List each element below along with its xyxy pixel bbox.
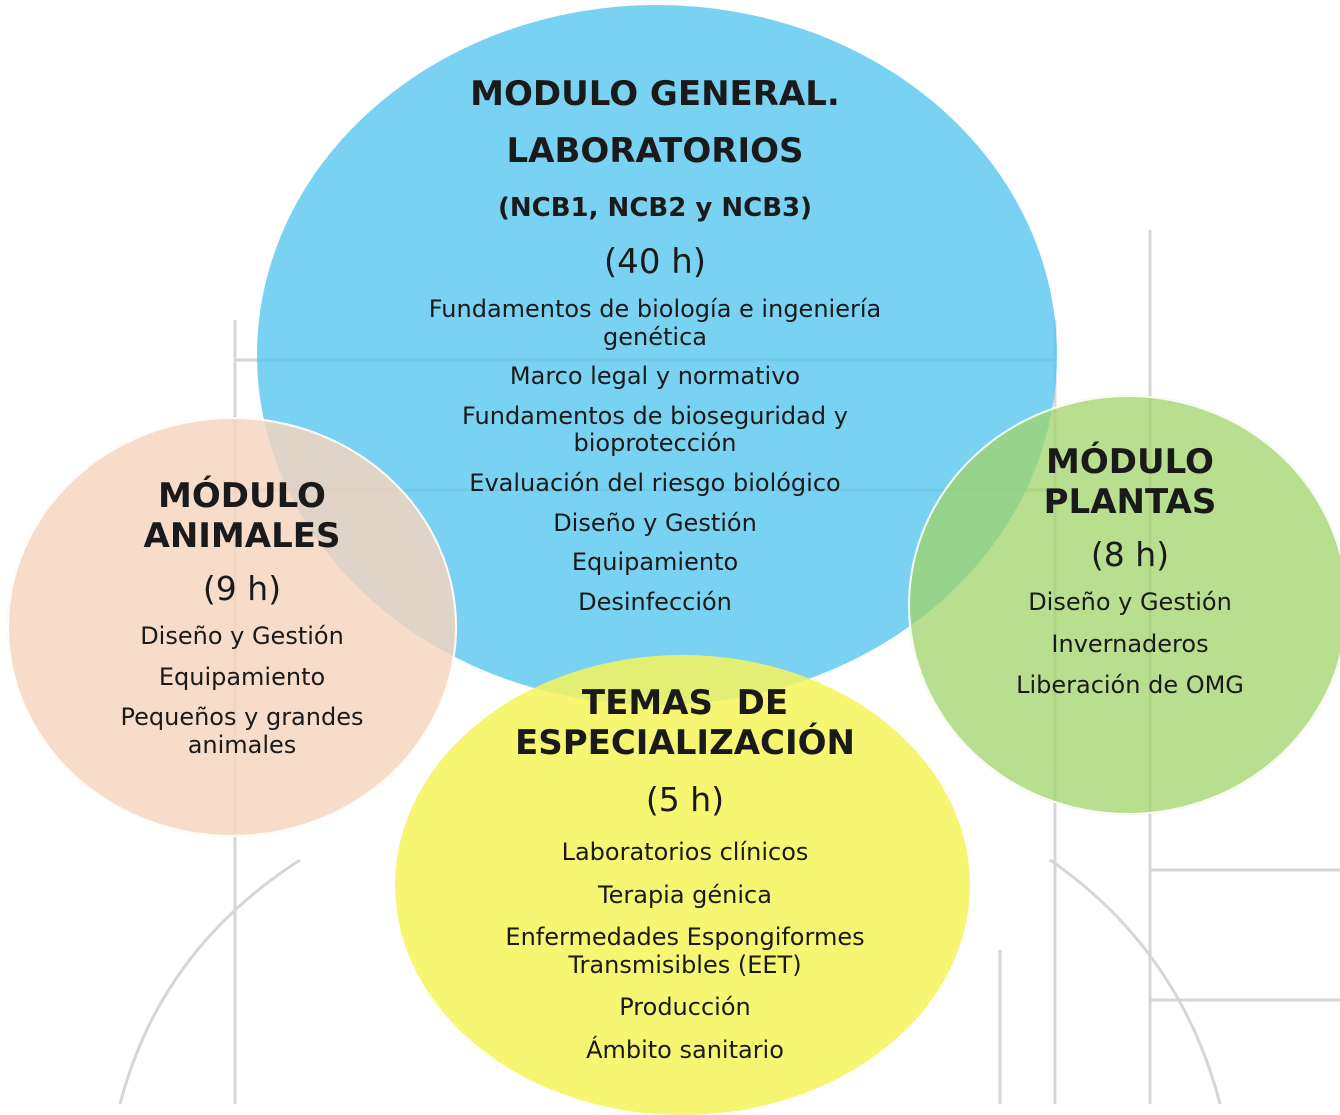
general-item: Desinfección: [578, 587, 732, 616]
specialization-item: Ámbito sanitario: [586, 1035, 784, 1064]
general-item: Diseño y Gestión: [553, 508, 757, 537]
animals-module-circle: [7, 417, 457, 837]
general-hours: (40 h): [603, 242, 707, 282]
animals-items: Diseño y Gestión Equipamiento Pequeños y…: [92, 622, 392, 759]
specialization-title-line2: ESPECIALIZACIÓN: [514, 723, 856, 763]
specialization-item: Producción: [619, 993, 751, 1022]
animals-item: Pequeños y grandes animales: [120, 703, 364, 759]
plants-module: MÓDULO PLANTAS (8 h) Diseño y Gestión In…: [990, 442, 1270, 714]
plants-title-line1: MÓDULO: [1046, 442, 1214, 482]
specialization-item: Enfermedades Espongiformes Transmisibles…: [505, 923, 865, 979]
general-title-line1: MODULO GENERAL.: [470, 74, 840, 114]
specialization-title-line1: TEMAS DE: [581, 683, 789, 723]
specialization-hours: (5 h): [645, 780, 725, 819]
animals-item: Equipamiento: [158, 662, 326, 691]
animals-item: Diseño y Gestión: [140, 622, 344, 650]
animals-title-line1: MÓDULO: [158, 476, 326, 516]
plants-module-circle: [908, 395, 1340, 815]
plants-item: Liberación de OMG: [1016, 671, 1244, 700]
general-item: Fundamentos de bioseguridad y bioprotecc…: [462, 401, 848, 458]
plants-hours: (8 h): [1090, 535, 1170, 574]
animals-hours: (9 h): [202, 569, 282, 608]
plants-item: Invernaderos: [1051, 629, 1209, 658]
general-item: Marco legal y normativo: [509, 362, 801, 391]
general-item: Equipamiento: [571, 548, 739, 577]
plants-item: Diseño y Gestión: [1028, 588, 1232, 616]
plants-title-line2: PLANTAS: [1043, 482, 1217, 522]
specialization-circle: [395, 655, 970, 1115]
plants-items: Diseño y Gestión Invernaderos Liberación…: [990, 588, 1270, 700]
general-subtitle: (NCB1, NCB2 y NCB3): [498, 193, 812, 223]
general-items: Fundamentos de biología e ingeniería gen…: [355, 295, 955, 616]
general-item: Fundamentos de biología e ingeniería gen…: [428, 295, 882, 351]
animals-title-line2: ANIMALES: [143, 516, 341, 556]
specialization-items: Laboratorios clínicos Terapia génica Enf…: [455, 838, 915, 1065]
specialization-item: Laboratorios clínicos: [561, 838, 809, 866]
general-module: MODULO GENERAL. LABORATORIOS (NCB1, NCB2…: [355, 66, 955, 628]
general-item: Evaluación del riesgo biológico: [469, 468, 841, 497]
specialization-module: TEMAS DE ESPECIALIZACIÓN (5 h) Laborator…: [455, 683, 915, 1080]
general-title-line2: LABORATORIOS: [506, 131, 804, 171]
specialization-item: Terapia génica: [598, 880, 772, 909]
animals-module: MÓDULO ANIMALES (9 h) Diseño y Gestión E…: [92, 476, 392, 772]
